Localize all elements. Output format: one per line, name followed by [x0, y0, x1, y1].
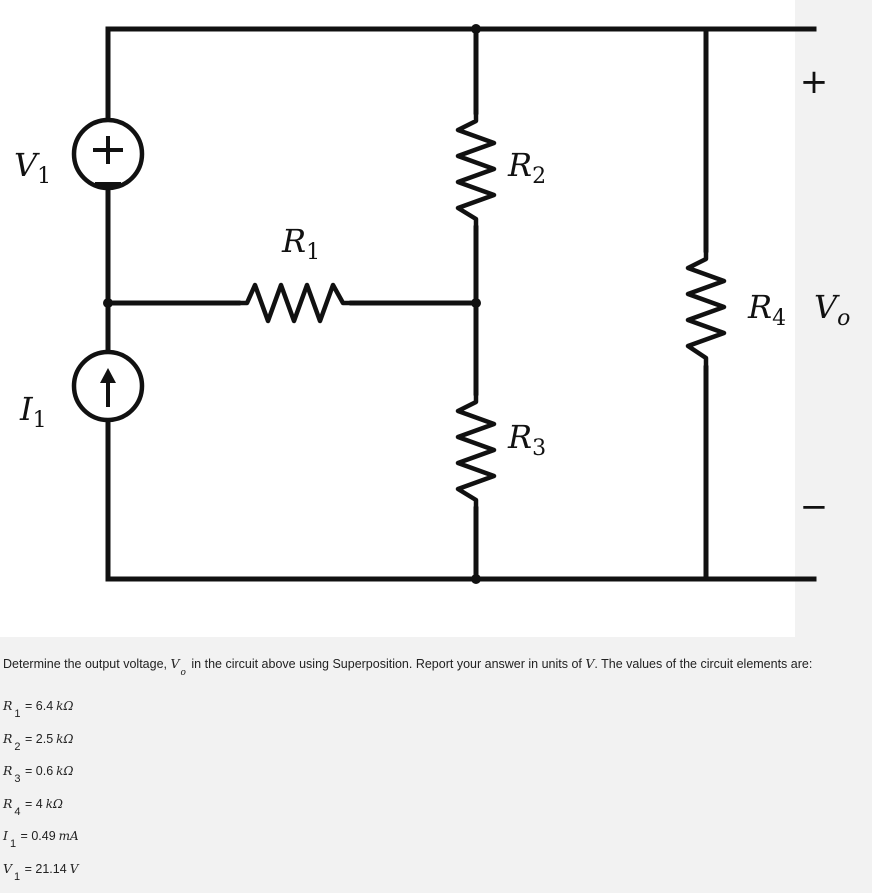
value-number: = 6.4 — [22, 699, 54, 713]
value-unit: kΩ — [56, 699, 73, 713]
question-part-2: in the circuit above using Superposition… — [188, 657, 585, 671]
value-unit: V — [70, 862, 79, 876]
question-part-1: Determine the output voltage, — [3, 657, 170, 671]
value-index: 4 — [14, 806, 20, 818]
value-symbol: I — [3, 828, 8, 843]
resistor-r2 — [458, 112, 494, 228]
value-unit: kΩ — [46, 797, 63, 811]
label-r1: R1 — [281, 222, 320, 265]
value-number: = 0.49 — [17, 829, 56, 843]
current-source-i1 — [74, 352, 142, 420]
label-r2: R2 — [507, 146, 546, 189]
value-symbol: R — [3, 698, 12, 713]
value-symbol: R — [3, 796, 12, 811]
junction-dot — [471, 24, 481, 34]
question-text: Determine the output voltage, Vo in the … — [3, 656, 812, 671]
value-unit: kΩ — [56, 732, 73, 746]
junction-dot — [103, 298, 113, 308]
value-symbol: R — [3, 763, 12, 778]
question-variable-subscript: o — [181, 668, 186, 678]
value-symbol: R — [3, 731, 12, 746]
label-v1: V1 — [14, 146, 51, 189]
value-index: 1 — [10, 838, 16, 850]
junction-dot — [471, 574, 481, 584]
resistor-r3 — [458, 393, 494, 509]
wires — [108, 29, 814, 579]
value-index: 2 — [14, 741, 20, 753]
value-index: 1 — [14, 708, 20, 720]
label-r4: R4 — [747, 288, 786, 331]
question-part-3: . The values of the circuit elements are… — [594, 657, 812, 671]
plus-sign: + — [800, 62, 829, 102]
minus-sign: − — [800, 487, 829, 527]
value-number: = 2.5 — [22, 732, 54, 746]
resistor-r1 — [238, 285, 352, 321]
circuit-diagram: V1 I1 R1 R2 R3 R4 Vo + − — [0, 0, 872, 637]
label-r3: R3 — [507, 418, 546, 461]
value-unit: kΩ — [56, 764, 73, 778]
junction-dot — [471, 298, 481, 308]
value-number: = 21.14 — [21, 862, 67, 876]
value-index: 1 — [14, 871, 20, 883]
question-variable: V — [170, 656, 179, 671]
label-vo: Vo — [814, 288, 850, 331]
label-i1: I1 — [19, 390, 47, 433]
value-number: = 4 — [22, 797, 43, 811]
value-unit: mA — [59, 829, 79, 843]
voltage-source-v1 — [74, 120, 142, 188]
value-index: 3 — [14, 773, 20, 785]
resistor-r4 — [688, 250, 724, 368]
value-number: = 0.6 — [22, 764, 54, 778]
value-symbol: V — [3, 861, 12, 876]
